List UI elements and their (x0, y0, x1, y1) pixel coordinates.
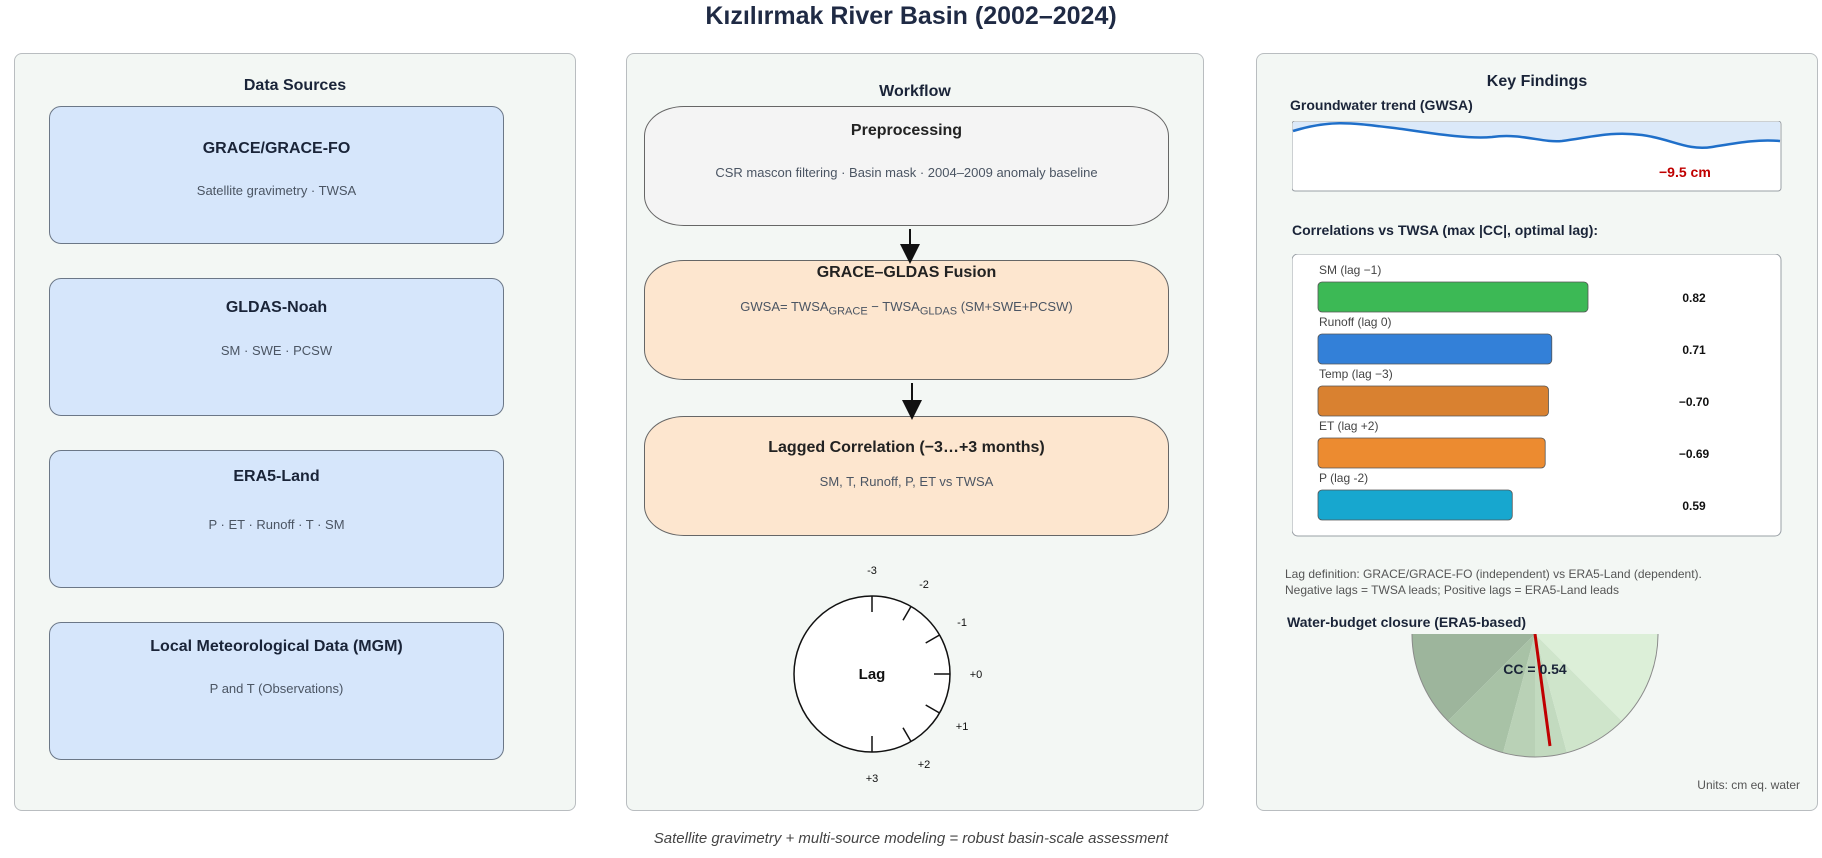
formula-sub-grace: GRACE (828, 305, 868, 318)
bar-label: Runoff (lag 0) (1319, 315, 1392, 329)
bar-value-label: 0.82 (1682, 291, 1706, 305)
correlation-bar (1317, 385, 1549, 417)
trend-fill (1293, 122, 1780, 148)
source-gldas: GLDAS-Noah SM · SWE · PCSW (49, 278, 504, 416)
lag-tick (925, 634, 940, 644)
bar-label: SM (lag −1) (1319, 263, 1381, 277)
source-subtitle: P and T (Observations) (209, 681, 344, 696)
preprocessing-title: Preprocessing (850, 122, 963, 139)
formula-minus: − TWSA (867, 299, 920, 314)
water-budget-gauge: CC = 0.54 (1411, 634, 1659, 758)
lag-tick-label: -3 (867, 565, 877, 577)
formula-rhs: (SM+SWE+PCSW) (957, 299, 1073, 314)
source-title: GRACE/GRACE-FO (202, 140, 351, 157)
fusion-title: GRACE–GLDAS Fusion (816, 264, 997, 281)
key-findings-panel: Key Findings Groundwater trend (GWSA) −9… (1256, 53, 1818, 811)
lagged-title: Lagged Correlation (−3…+3 months) (768, 439, 1045, 456)
gauge-label: CC = 0.54 (1503, 661, 1567, 677)
lag-note-2: Negative lags = TWSA leads; Positive lag… (1285, 583, 1619, 597)
formula-lhs: GWSA= TWSA (740, 299, 829, 314)
lag-tick-label: -1 (957, 617, 967, 629)
source-grace: GRACE/GRACE-FO Satellite gravimetry · TW… (49, 106, 504, 244)
source-subtitle: P · ET · Runoff · T · SM (208, 517, 345, 532)
bar-value-label: 0.71 (1682, 343, 1706, 357)
source-era5: ERA5-Land P · ET · Runoff · T · SM (49, 450, 504, 588)
water-budget-title: Water-budget closure (ERA5-based) (1287, 614, 1527, 630)
workflow-panel: Workflow Preprocessing CSR mascon filter… (626, 53, 1204, 811)
lag-dial: Lag -3 -2 -1 +0 +1 +2 +3 (793, 565, 983, 785)
workflow-title: Workflow (879, 83, 951, 100)
bar-label: ET (lag +2) (1319, 419, 1378, 433)
correlation-bar (1317, 437, 1546, 469)
workflow-arrows (900, 229, 922, 420)
lag-tick-label: +2 (918, 759, 931, 771)
page-title: Kızılırmak River Basin (2002–2024) (705, 2, 1117, 30)
source-subtitle: SM · SWE · PCSW (220, 343, 333, 358)
preprocessing-box: Preprocessing CSR mascon filtering · Bas… (644, 106, 1169, 226)
trend-chart: −9.5 cm (1292, 121, 1782, 192)
bar-value-label: −0.69 (1679, 447, 1710, 461)
source-title: Local Meteorological Data (MGM) (150, 638, 403, 655)
formula-sub-gldas: GLDAS (919, 305, 958, 318)
correlations-title: Correlations vs TWSA (max |CC|, optimal … (1292, 222, 1599, 238)
lagged-subtitle: SM, T, Runoff, P, ET vs TWSA (819, 474, 994, 489)
data-sources-title: Data Sources (243, 77, 347, 94)
gauge-needle (1533, 634, 1552, 747)
correlation-bar (1317, 489, 1513, 521)
lag-tick-label: +1 (956, 721, 969, 733)
units-note: Units: cm eq. water (1697, 778, 1800, 792)
bar-value-label: 0.59 (1682, 499, 1706, 513)
fusion-formula: GWSA= TWSAGRACE − TWSAGLDAS (SM+SWE+PCSW… (645, 299, 1168, 318)
bar-label: P (lag -2) (1319, 471, 1368, 485)
correlation-bar (1317, 281, 1589, 313)
bar-value-label: −0.70 (1679, 395, 1710, 409)
trend-line (1292, 121, 1781, 150)
key-findings-title: Key Findings (1486, 73, 1588, 90)
lag-tick (902, 727, 912, 742)
lagged-correlation-box: Lagged Correlation (−3…+3 months) SM, T,… (644, 416, 1169, 536)
lag-tick-label: +3 (866, 773, 879, 785)
source-subtitle: Satellite gravimetry · TWSA (196, 183, 357, 198)
lag-tick (925, 704, 940, 714)
trend-title: Groundwater trend (GWSA) (1290, 97, 1473, 113)
lag-dial-center: Lag (859, 666, 886, 683)
trend-value: −9.5 cm (1659, 164, 1711, 180)
source-title: ERA5-Land (233, 468, 320, 485)
bar-label: Temp (lag −3) (1319, 367, 1393, 381)
lag-tick-label: +0 (970, 669, 983, 681)
lag-tick-label: -2 (919, 579, 929, 591)
data-sources-panel: Data Sources GRACE/GRACE-FO Satellite gr… (14, 53, 576, 811)
lag-note-1: Lag definition: GRACE/GRACE-FO (independ… (1285, 567, 1702, 581)
source-mgm: Local Meteorological Data (MGM) P and T … (49, 622, 504, 760)
correlation-bar (1317, 333, 1553, 365)
lag-tick (902, 606, 912, 621)
source-title: GLDAS-Noah (225, 299, 328, 316)
preprocessing-subtitle: CSR mascon filtering · Basin mask · 2004… (715, 165, 1098, 180)
footer-caption: Satellite gravimetry + multi-source mode… (653, 830, 1169, 847)
